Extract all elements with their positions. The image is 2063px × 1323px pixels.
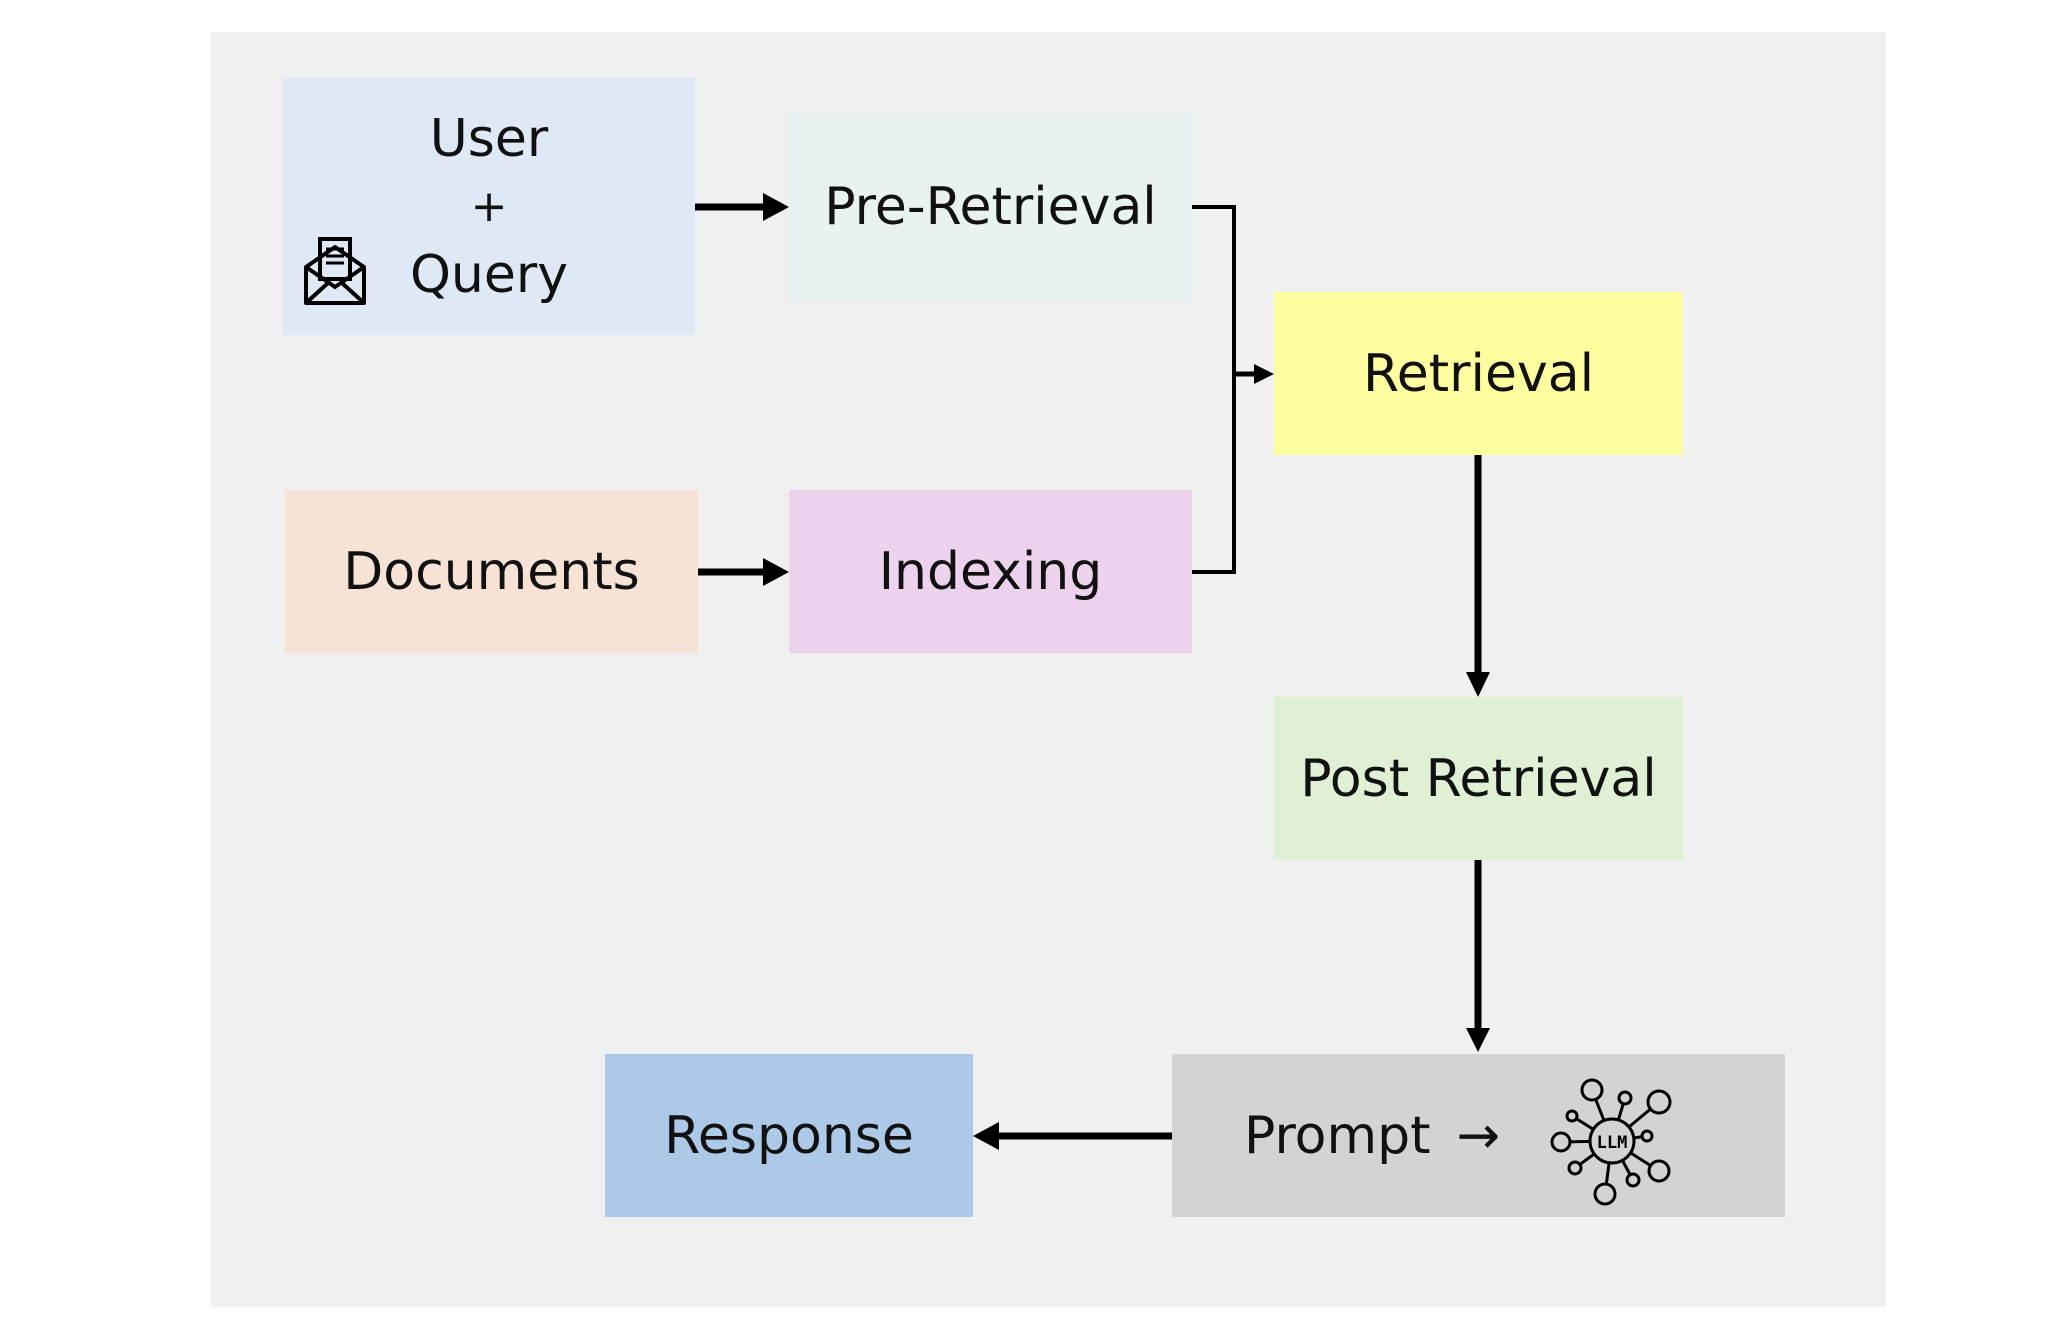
retrieval-label: Retrieval xyxy=(1362,343,1595,404)
arrow-prompt-to-response xyxy=(973,1122,1172,1150)
pre-retrieval-node: Pre-Retrieval xyxy=(789,112,1192,302)
prompt-arrow-glyph: → xyxy=(1456,1105,1501,1166)
response-node: Response xyxy=(605,1054,973,1217)
response-label: Response xyxy=(664,1105,914,1166)
user-label: User xyxy=(429,108,549,169)
user-query-node: User + Query xyxy=(283,78,695,335)
arrow-documents-to-indexing xyxy=(698,558,789,586)
llm-network-icon: LLM xyxy=(1550,1078,1672,1206)
indexing-node: Indexing xyxy=(789,490,1192,653)
retrieval-node: Retrieval xyxy=(1274,292,1683,455)
arrow-post-retrieval-to-prompt xyxy=(1466,860,1490,1052)
prompt-node: Prompt → LLM xyxy=(1172,1054,1785,1217)
llm-icon-label: LLM xyxy=(1597,1133,1628,1153)
arrow-merge-to-retrieval xyxy=(1192,205,1274,574)
query-label: Query xyxy=(409,244,569,305)
indexing-label: Indexing xyxy=(878,541,1103,602)
documents-label: Documents xyxy=(343,541,640,602)
arrow-retrieval-to-post-retrieval xyxy=(1466,455,1490,697)
arrow-user-to-pre-retrieval xyxy=(695,193,789,221)
post-retrieval-label: Post Retrieval xyxy=(1300,748,1657,809)
envelope-document-icon xyxy=(303,236,366,305)
query-row: Query xyxy=(303,236,569,309)
pre-retrieval-label: Pre-Retrieval xyxy=(824,177,1157,237)
prompt-label: Prompt xyxy=(1244,1105,1431,1166)
plus-label: + xyxy=(470,180,508,232)
post-retrieval-node: Post Retrieval xyxy=(1274,697,1683,860)
documents-node: Documents xyxy=(285,490,698,653)
